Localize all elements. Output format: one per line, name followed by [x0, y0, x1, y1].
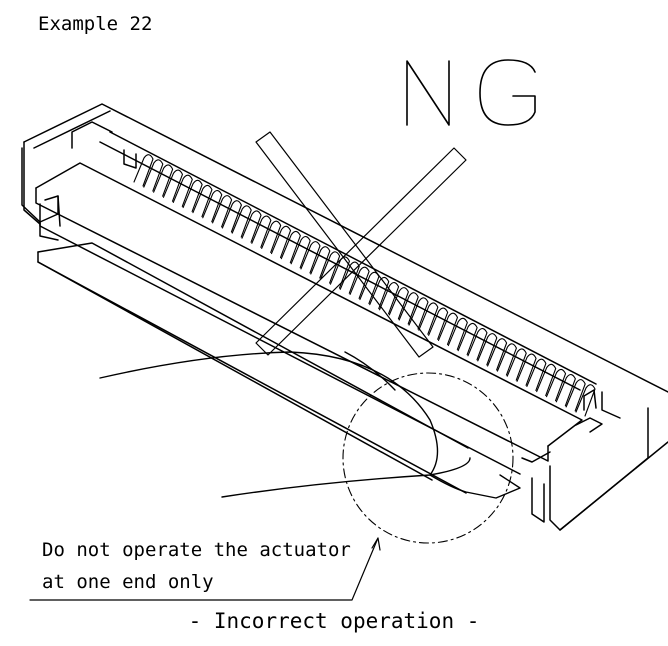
finger-outline: [99, 351, 521, 499]
contact-tooth: [261, 220, 282, 253]
note-line-2: at one end only: [42, 571, 214, 593]
callout-circle: [342, 372, 514, 544]
contact-tooth: [172, 174, 193, 207]
contact-tooth: [251, 215, 272, 248]
contact-tooth: [516, 353, 537, 386]
contact-tooth: [310, 246, 331, 279]
contact-tooth: [369, 276, 390, 310]
contact-tooth: [221, 200, 242, 233]
contact-tooth: [241, 210, 262, 243]
contact-tooth: [192, 184, 213, 218]
contact-tooth: [496, 343, 517, 376]
contact-tooth: [270, 225, 292, 259]
contact-tooth: [408, 297, 429, 330]
contact-tooth: [212, 195, 233, 228]
contact-tooth: [359, 271, 380, 305]
contact-tooth: [231, 205, 252, 238]
contact-tooth: [437, 312, 459, 345]
fpc-connector-housing: [21, 103, 668, 531]
note-leader: [29, 537, 381, 601]
contact-tooth: [487, 338, 508, 371]
contact-teeth: [133, 154, 596, 417]
contact-tooth: [349, 266, 370, 299]
contact-tooth: [428, 307, 449, 340]
contact-tooth: [290, 235, 311, 269]
contact-tooth: [545, 368, 567, 402]
contact-tooth: [506, 348, 527, 381]
example-label: Example 22: [38, 13, 153, 35]
contact-tooth: [526, 358, 547, 391]
contact-tooth: [398, 292, 419, 325]
ng-mark: NG: [406, 59, 536, 126]
caption: - Incorrect operation -: [188, 609, 480, 633]
contact-tooth: [477, 333, 498, 366]
contact-tooth: [182, 179, 203, 213]
contact-tooth: [565, 379, 586, 412]
cross-mark-icon: [255, 131, 467, 358]
contact-tooth: [418, 302, 439, 335]
contact-tooth: [280, 230, 301, 264]
contact-tooth: [202, 189, 223, 223]
contact-tooth: [457, 322, 478, 356]
note-line-1: Do not operate the actuator: [42, 539, 351, 561]
contact-tooth: [379, 281, 400, 315]
contact-tooth: [133, 154, 154, 187]
contact-tooth: [329, 256, 350, 289]
contact-tooth: [143, 159, 164, 192]
contact-tooth: [320, 251, 341, 284]
contact-tooth: [300, 241, 321, 274]
contact-tooth: [575, 384, 596, 417]
contact-tooth: [388, 287, 409, 320]
contact-tooth: [467, 327, 488, 361]
contact-tooth: [536, 363, 557, 397]
contact-tooth: [162, 169, 184, 202]
contact-tooth: [447, 317, 468, 351]
contact-tooth: [153, 164, 174, 197]
contact-tooth: [555, 373, 576, 407]
contact-tooth: [339, 261, 360, 294]
